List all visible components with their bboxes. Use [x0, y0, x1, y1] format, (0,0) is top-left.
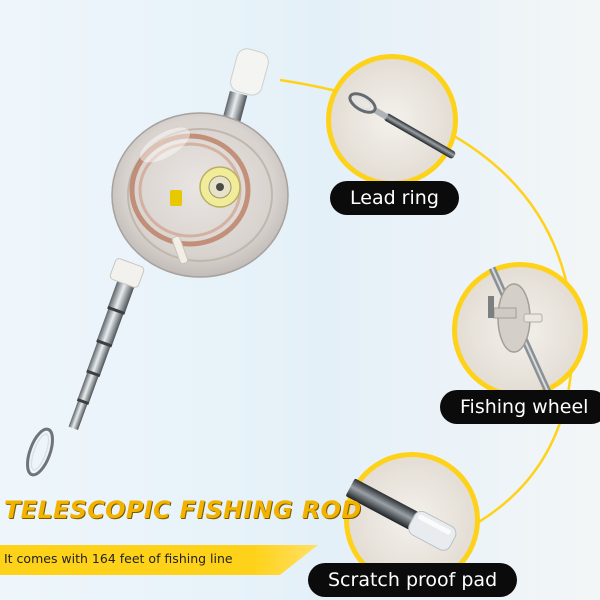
- product-tagline: It comes with 164 feet of fishing line: [4, 551, 233, 566]
- reel: [111, 112, 289, 278]
- callout-label-fishing-wheel: Fishing wheel: [440, 390, 600, 424]
- callout-label-scratch-pad: Scratch proof pad: [308, 563, 518, 597]
- fishing-rod: [26, 48, 289, 477]
- fishing-wheel-detail: [452, 262, 588, 398]
- product-title: TELESCOPIC FISHING ROD: [4, 496, 362, 524]
- tagline-banner: [0, 545, 318, 575]
- callout-label-lead-ring: Lead ring: [330, 181, 459, 215]
- scratch-pad-detail: [344, 452, 480, 588]
- lead-ring-detail: [326, 54, 458, 186]
